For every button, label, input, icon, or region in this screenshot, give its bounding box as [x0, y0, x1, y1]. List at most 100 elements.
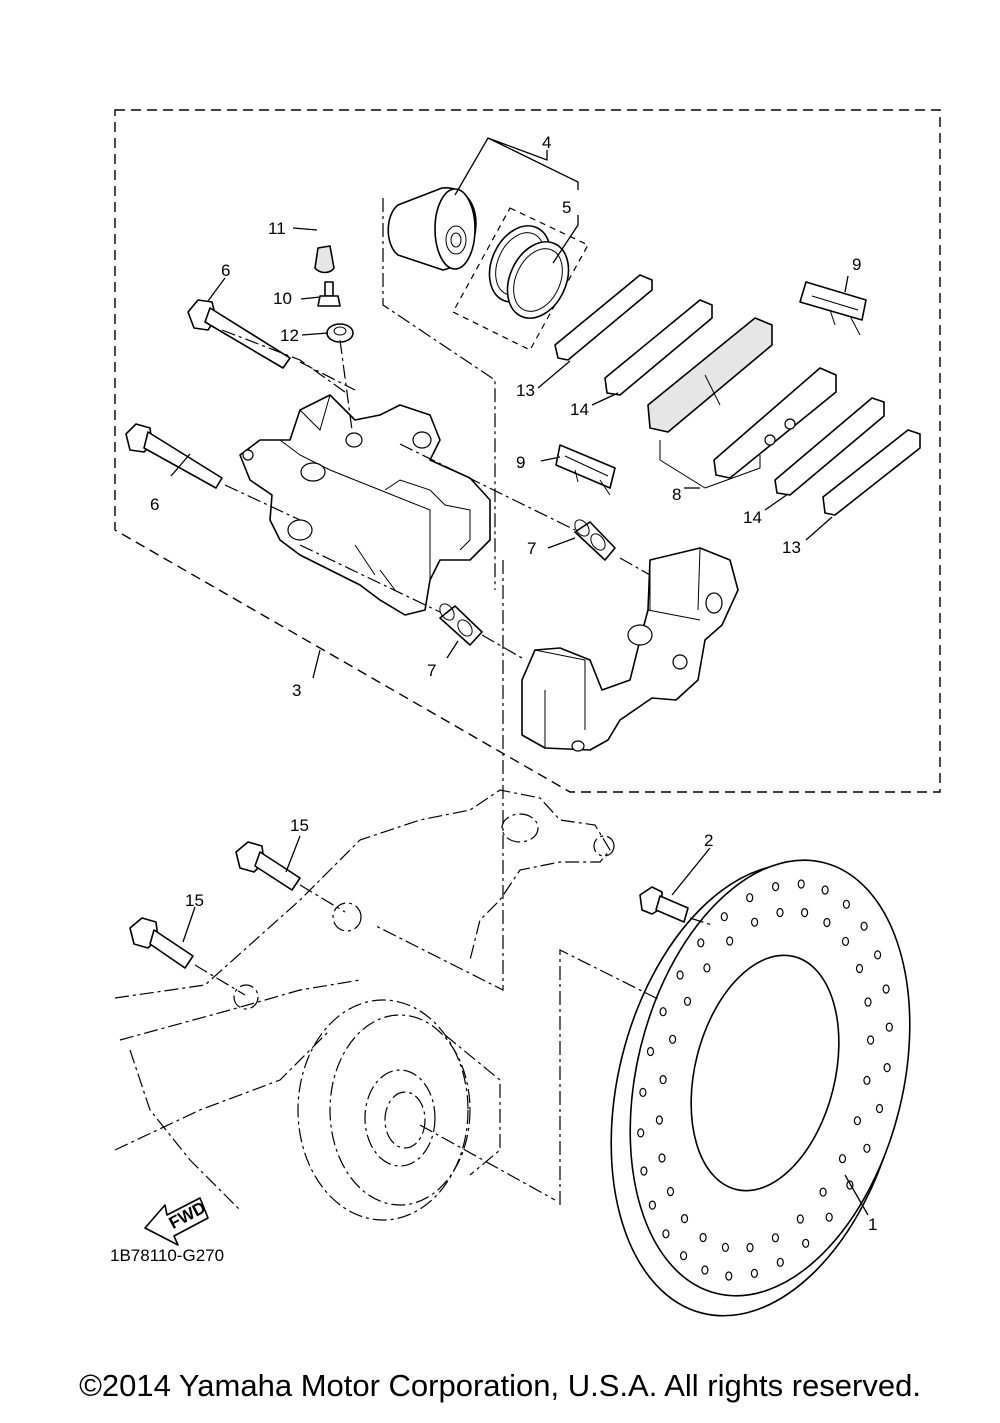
shim-lower-inner — [774, 397, 885, 496]
piston — [387, 187, 477, 271]
bleeder-seal — [326, 323, 354, 343]
disc-drill-hole — [750, 917, 759, 927]
disc-drill-hole — [683, 996, 692, 1006]
callout-13-lower: 13 — [782, 538, 801, 557]
callout-9-upper: 9 — [852, 255, 861, 274]
disc-drill-hole — [701, 1265, 709, 1275]
disc-drill-hole — [838, 1154, 847, 1164]
disc-drill-hole — [637, 1128, 645, 1138]
disc-drill-hole — [666, 1186, 675, 1197]
copyright-notice: ©2014 Yamaha Motor Corporation, U.S.A. A… — [79, 1368, 921, 1403]
disc-drill-hole — [721, 1242, 730, 1253]
disc-drill-hole — [860, 921, 868, 931]
disc-drill-hole — [646, 1046, 655, 1057]
bleeder-valve — [317, 281, 341, 307]
callout-5: 5 — [562, 198, 571, 217]
callout-2: 2 — [704, 831, 713, 850]
pad-set-bracket — [659, 440, 761, 489]
disc-drill-hole — [703, 963, 711, 973]
pin-bolt-upper — [187, 299, 291, 369]
shim-upper-outer — [554, 274, 653, 361]
disc-drill-hole — [825, 1212, 833, 1222]
disc-drill-hole — [863, 1143, 871, 1153]
disc-drill-hole — [680, 1213, 689, 1224]
disc-drill-hole — [771, 1233, 780, 1243]
disc-drill-hole — [776, 907, 784, 918]
callout-12: 12 — [280, 326, 299, 345]
caliper-assembly-boundary — [114, 109, 941, 793]
disc-drill-hole — [821, 885, 829, 895]
disc-drill-hole — [659, 1007, 667, 1017]
callout-13-upper: 13 — [516, 381, 535, 400]
shim-upper-inner — [604, 299, 713, 396]
brake-pad-outer — [647, 317, 773, 433]
disc-drill-hole — [662, 1229, 670, 1239]
disc-drill-hole — [746, 1242, 754, 1253]
caliper-mounting-bolt-lower — [129, 917, 194, 969]
disc-drill-hole — [648, 1200, 657, 1210]
pin-boot-lower — [439, 603, 483, 646]
disc-drill-hole — [875, 1103, 884, 1114]
disc-drill-hole — [640, 1166, 648, 1176]
disc-drill-hole — [863, 1075, 871, 1086]
pad-spring-lower — [555, 444, 616, 496]
callout-14-lower: 14 — [743, 508, 762, 527]
disc-drill-hole — [679, 1251, 688, 1261]
disc-drill-hole — [726, 936, 734, 946]
callout-1: 1 — [868, 1215, 877, 1234]
disc-drill-hole — [853, 1116, 862, 1126]
disc-drill-hole — [725, 1271, 733, 1281]
callout-6-upper: 6 — [221, 261, 230, 280]
swingarm-phantom — [114, 789, 615, 1211]
pin-boot-upper — [574, 519, 616, 561]
disc-drill-hole — [882, 984, 890, 994]
disc-drill-hole — [883, 1062, 891, 1073]
callout-9-lower: 9 — [516, 453, 525, 472]
disc-drill-hole — [659, 1074, 667, 1085]
callout-3: 3 — [292, 681, 301, 700]
forward-direction-arrow: FWD — [144, 1197, 209, 1246]
disc-drill-hole — [720, 912, 728, 922]
disc-drill-hole — [864, 997, 872, 1007]
callout-labels: 1 2 3 4 5 6 6 7 7 8 9 9 10 11 12 13 13 1… — [150, 133, 877, 1234]
disc-drill-hole — [750, 1268, 759, 1279]
disc-drill-hole — [771, 881, 780, 892]
disc-drill-hole — [658, 1153, 666, 1163]
disc-drill-hole — [819, 1187, 827, 1197]
disc-drill-hole — [699, 1232, 707, 1243]
disc-drill-hole — [873, 950, 882, 960]
disc-drill-hole — [855, 963, 864, 974]
caliper-bracket — [521, 547, 739, 752]
disc-drill-hole — [639, 1087, 647, 1098]
piston-seal-boundary — [452, 207, 589, 351]
brake-disc — [610, 859, 911, 1317]
disc-drill-hole — [842, 899, 851, 909]
callout-15-lower: 15 — [185, 891, 204, 910]
alignment-lines — [194, 198, 713, 1205]
caliper-body — [239, 394, 491, 616]
piston-seals — [488, 225, 570, 319]
callout-4: 4 — [542, 133, 551, 152]
rear-hub-phantom — [297, 999, 501, 1221]
disc-drill-hole — [796, 1214, 804, 1224]
shim-lower-outer — [822, 429, 921, 516]
callout-10: 10 — [273, 289, 292, 308]
caliper-mounting-bolt-upper — [235, 841, 301, 891]
disc-drill-hole — [676, 970, 684, 980]
pin-bolt-lower — [125, 423, 223, 489]
callout-14-upper: 14 — [570, 400, 589, 419]
disc-drill-hole — [885, 1022, 893, 1032]
disc-drill-hole — [746, 893, 754, 903]
brake-pad-inner — [713, 367, 837, 479]
disc-drill-hole — [655, 1115, 664, 1125]
bleeder-cap — [314, 245, 335, 274]
disc-drill-hole — [800, 907, 809, 918]
callout-7-upper: 7 — [527, 539, 536, 558]
callout-leaders — [170, 137, 869, 1216]
disc-drill-hole — [866, 1035, 875, 1045]
disc-drill-hole — [823, 917, 831, 928]
callout-11: 11 — [268, 219, 286, 238]
disc-drill-hole — [797, 879, 805, 889]
callout-6-lower: 6 — [150, 495, 159, 514]
